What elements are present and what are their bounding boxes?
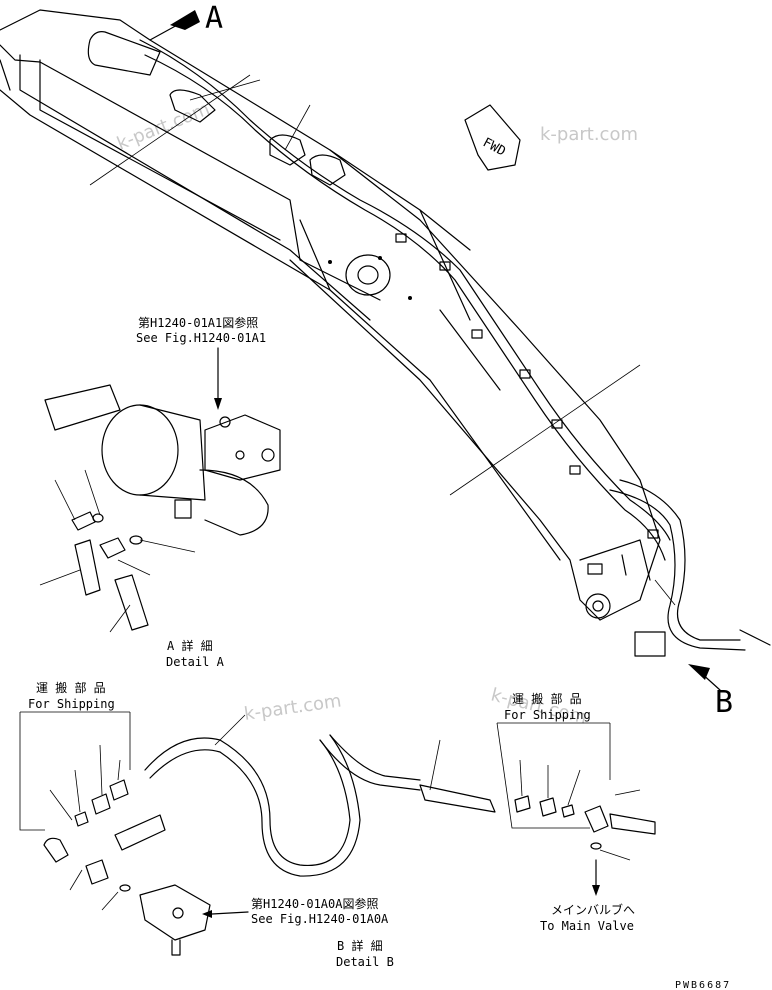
pivot-boss [345, 254, 391, 296]
arm-nose-pin [585, 593, 611, 619]
ref-a1-en: See Fig.H1240-01A1 [136, 331, 266, 345]
main-valve-jp: メインバルブへ [551, 902, 635, 917]
valve-block [204, 414, 281, 481]
watermark-2: k-part.com [540, 124, 638, 145]
shipping-left-en: For Shipping [28, 697, 115, 711]
detail-b-en: Detail B [336, 955, 394, 969]
main-valve-arrow-icon [592, 885, 600, 896]
shipping-right-en: For Shipping [504, 708, 591, 722]
fwd-label: FWD [480, 135, 508, 159]
view-b-callout: B [688, 664, 733, 720]
ref-a0a-en: See Fig.H1240-01A0A [251, 912, 389, 926]
detail-a-en: Detail A [166, 655, 225, 669]
shipping-right-jp: 運 搬 部 品 [512, 691, 582, 706]
valve-block-b [139, 884, 211, 941]
detail-a-jp: A 詳 細 [167, 638, 213, 653]
ref-a1-jp: 第H1240-01A1図参照 [138, 315, 258, 330]
boom-assembly [0, 9, 771, 657]
watermark-3: k-part.com [243, 691, 343, 725]
detail-b: 運 搬 部 品 For Shipping 第H1240-01A0A図参照 See… [19, 680, 656, 969]
ref-a0a-jp: 第H1240-01A0A図参照 [251, 896, 378, 911]
detail-b-jp: B 詳 細 [337, 938, 383, 953]
ref-a0a-arrow-icon [202, 910, 212, 918]
main-valve-en: To Main Valve [540, 919, 634, 933]
view-a-letter: A [205, 1, 223, 36]
shipping-left-jp: 運 搬 部 品 [36, 680, 106, 695]
detail-a: 第H1240-01A1図参照 See Fig.H1240-01A1 A 詳 細 … [39, 315, 281, 669]
cylinder-head [101, 404, 179, 496]
view-a-callout: A [149, 1, 223, 41]
fwd-arrow-icon [464, 104, 521, 171]
drawing-number: PWB6687 [675, 980, 731, 990]
fwd-indicator: FWD [464, 104, 521, 171]
view-b-letter: B [715, 685, 733, 720]
arm-tip-valve [634, 631, 666, 657]
ref-a1-arrow-icon [214, 398, 222, 410]
watermark-1: k-part.com [114, 98, 213, 154]
